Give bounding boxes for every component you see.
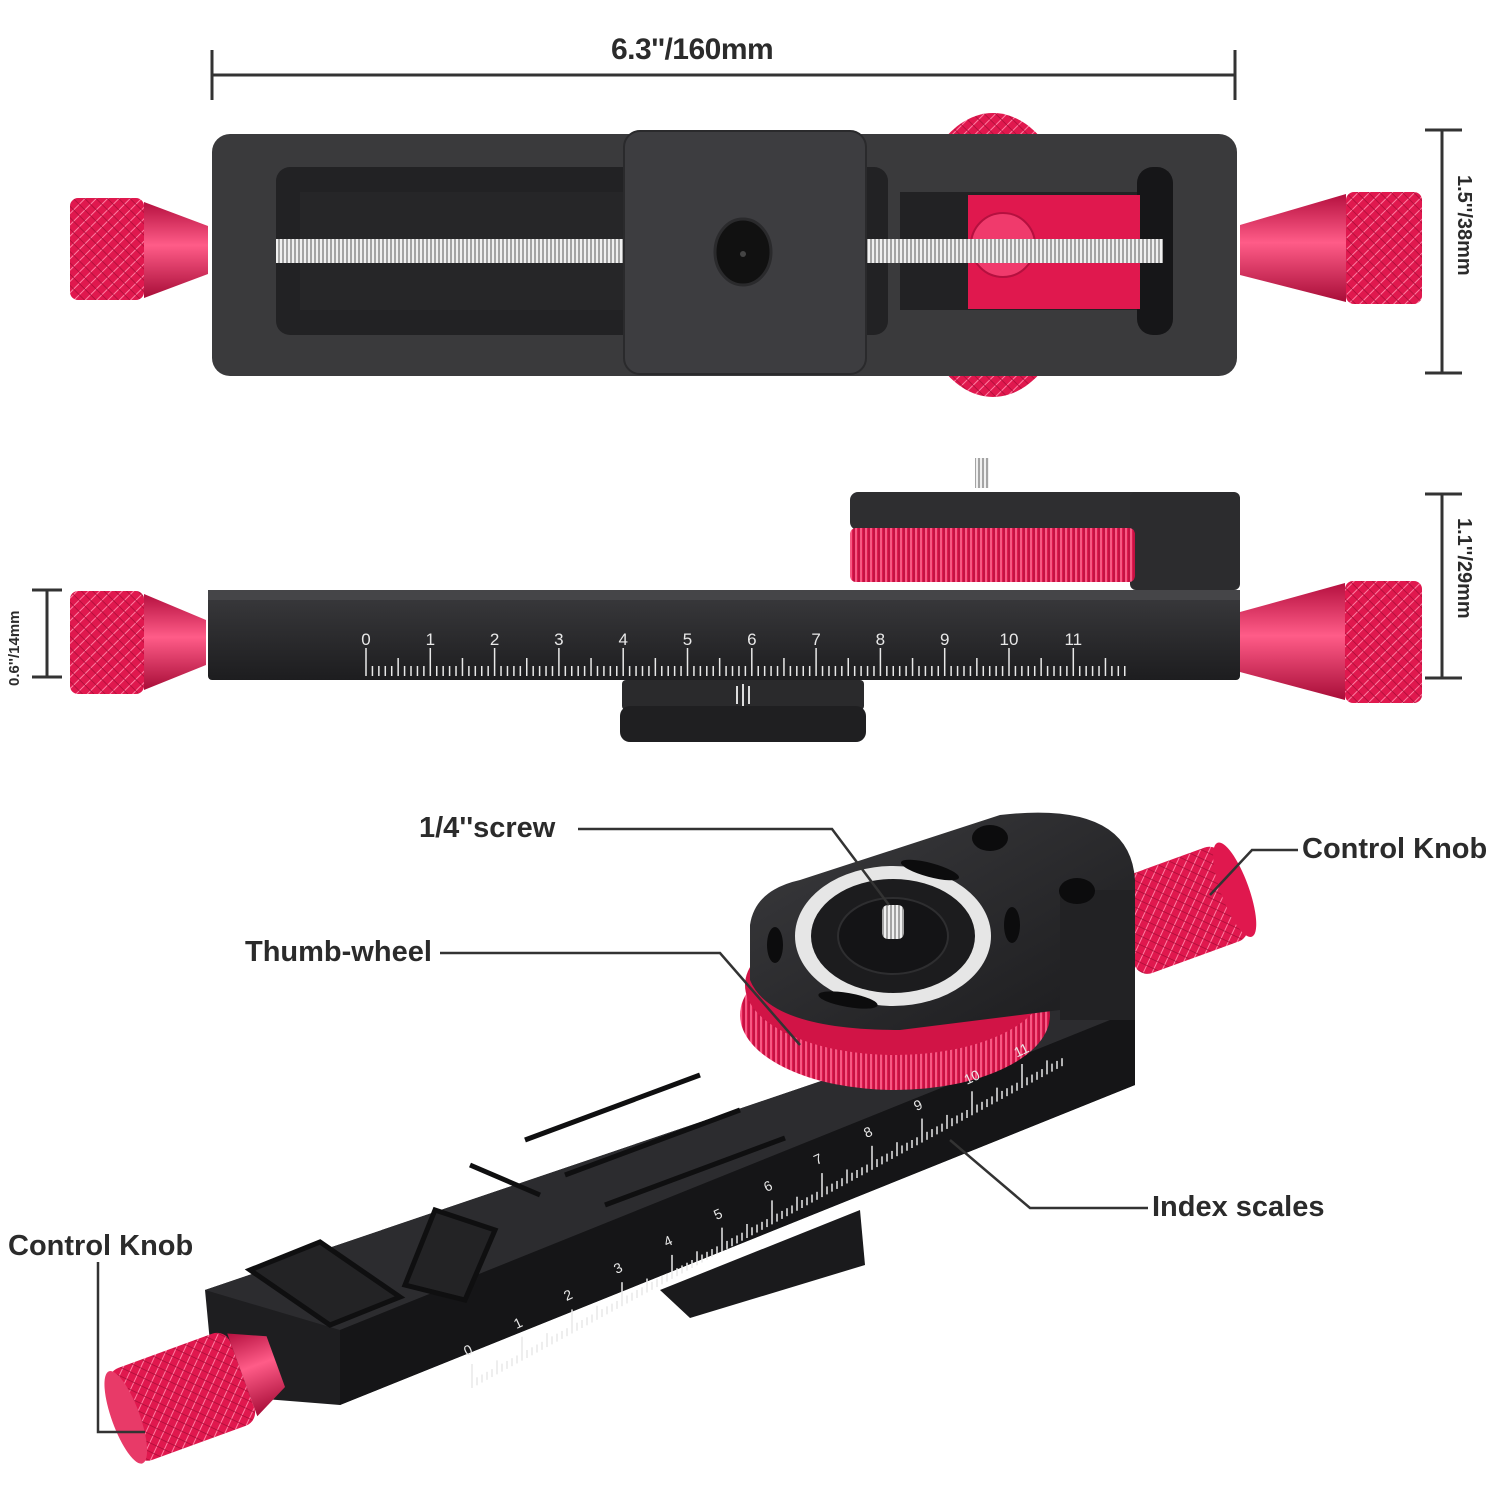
scale-label: 0 (361, 630, 371, 649)
rail-height-dimension-label: 0.6''/14mm (6, 610, 23, 686)
dimension-lines (32, 50, 1462, 680)
width-dimension-label: 1.5''/38mm (1453, 175, 1475, 276)
callout-control-knob-right: Control Knob (1302, 833, 1488, 865)
scale-label: 6 (747, 630, 757, 649)
callout-screw: 1/4''screw (419, 812, 556, 844)
scale-label: 2 (489, 630, 500, 649)
scale-label: 5 (682, 630, 693, 649)
scale-label: 8 (875, 630, 886, 649)
scale-label: 1 (425, 630, 436, 649)
scale-label: 3 (554, 630, 564, 649)
height-dimension-label: 1.1''/29mm (1453, 518, 1475, 619)
scale-label: 10 (999, 630, 1019, 649)
side-view (70, 458, 1422, 742)
length-dimension-label: 6.3''/160mm (611, 33, 774, 66)
callout-index-scales: Index scales (1152, 1191, 1325, 1223)
scale-label: 4 (618, 630, 628, 649)
perspective-view (104, 812, 1257, 1464)
scale-label: 7 (811, 630, 821, 649)
top-view (70, 113, 1422, 397)
scale-label: 9 (939, 630, 950, 649)
callout-thumb-wheel: Thumb-wheel (245, 936, 432, 968)
callout-control-knob-left: Control Knob (8, 1230, 194, 1262)
callout-leaders (96, 827, 1298, 1434)
scale-label: 11 (1064, 630, 1083, 649)
